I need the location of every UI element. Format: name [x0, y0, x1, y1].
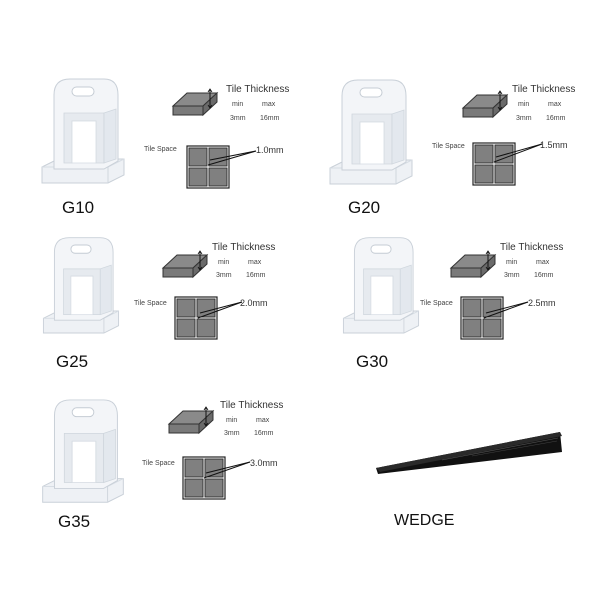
gap-pointer-icon: [203, 461, 251, 479]
wedge-image: [376, 432, 562, 474]
product-g25: G25 Tile Thickness min max 3mm 16mm Tile…: [0, 230, 300, 380]
tile-space-label: Tile Space: [144, 146, 177, 153]
clip-image: [36, 234, 126, 344]
min-label: min: [218, 259, 230, 266]
min-value: 3mm: [504, 272, 520, 279]
max-value: 16mm: [534, 272, 554, 279]
clip-image: [326, 76, 416, 196]
max-label: max: [536, 259, 550, 266]
clip-image: [38, 75, 128, 195]
min-value: 3mm: [516, 115, 532, 122]
thickness-title: Tile Thickness: [500, 242, 564, 253]
min-value: 3mm: [216, 272, 232, 279]
min-value: 3mm: [224, 430, 240, 437]
gap-value: 2.5mm: [528, 298, 556, 308]
max-value: 16mm: [260, 115, 280, 122]
product-code: G30: [356, 352, 389, 371]
max-value: 16mm: [546, 115, 566, 122]
tile-space-label: Tile Space: [134, 300, 167, 307]
min-value: 3mm: [230, 115, 246, 122]
gap-value: 1.5mm: [540, 140, 568, 150]
product-g35: G35 Tile Thickness min max 3mm 16mm Tile…: [0, 390, 300, 550]
product-g10: G10 Tile Thickness min max 3mm 16mm Tile…: [0, 0, 300, 230]
thickness-title: Tile Thickness: [212, 242, 276, 253]
gap-pointer-icon: [207, 150, 257, 166]
min-label: min: [506, 259, 518, 266]
min-label: min: [518, 101, 530, 108]
max-value: 16mm: [246, 272, 266, 279]
wedge-label: WEDGE: [394, 512, 455, 529]
product-code: G20: [348, 198, 381, 217]
tile-space-label: Tile Space: [432, 143, 465, 150]
gap-pointer-icon: [493, 143, 543, 163]
tile-thickness-icon: [166, 406, 216, 438]
max-label: max: [256, 417, 270, 424]
min-label: min: [232, 101, 244, 108]
product-code: G35: [58, 512, 91, 531]
product-g30: G30 Tile Thickness min max 3mm 16mm Tile…: [300, 230, 600, 380]
thickness-title: Tile Thickness: [226, 84, 290, 95]
tile-thickness-icon: [448, 250, 498, 282]
tile-thickness-icon: [170, 88, 220, 120]
max-label: max: [548, 101, 562, 108]
max-label: max: [248, 259, 262, 266]
product-g20: G20 Tile Thickness min max 3mm 16mm Tile…: [300, 0, 600, 230]
gap-value: 2.0mm: [240, 298, 268, 308]
clip-image: [336, 234, 426, 344]
tile-space-label: Tile Space: [142, 460, 175, 467]
gap-value: 3.0mm: [250, 458, 278, 468]
gap-pointer-icon: [483, 301, 529, 319]
tile-thickness-icon: [160, 250, 210, 282]
clip-image: [38, 396, 128, 514]
thickness-title: Tile Thickness: [220, 400, 284, 411]
tile-space-label: Tile Space: [420, 300, 453, 307]
max-value: 16mm: [254, 430, 274, 437]
thickness-title: Tile Thickness: [512, 84, 576, 95]
product-code: G25: [56, 352, 89, 371]
product-wedge: WEDGE: [300, 390, 600, 550]
tile-thickness-icon: [460, 90, 510, 122]
product-code: G10: [62, 198, 95, 217]
max-label: max: [262, 101, 276, 108]
min-label: min: [226, 417, 238, 424]
gap-pointer-icon: [197, 301, 243, 319]
gap-value: 1.0mm: [256, 145, 284, 155]
